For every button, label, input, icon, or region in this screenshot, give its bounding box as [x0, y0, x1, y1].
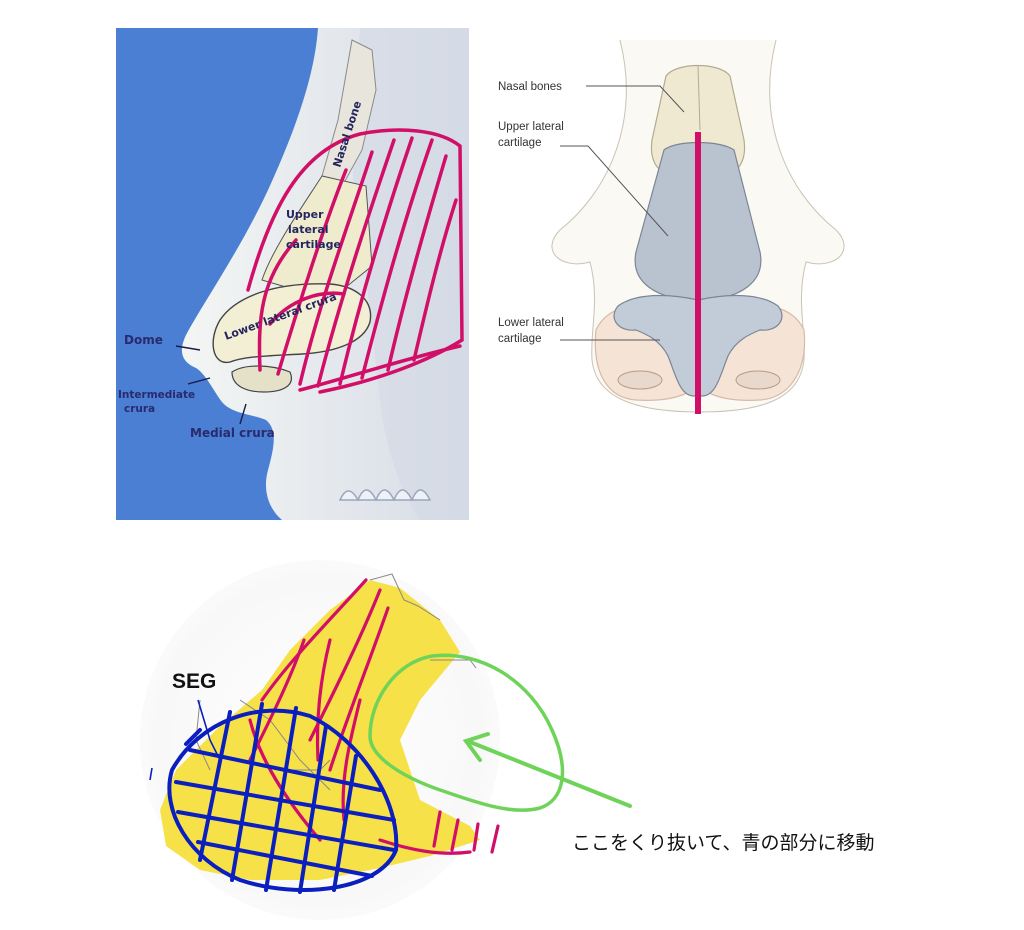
- side-magenta-annotation: [246, 128, 464, 394]
- label-seg: SEG: [172, 670, 216, 693]
- sketch-blue-marks: [149, 699, 221, 781]
- label-intermediate-2: crura: [124, 403, 155, 415]
- label-front-lower-lateral-2: cartilage: [498, 333, 541, 345]
- front-leader-lines: [560, 85, 685, 341]
- label-front-upper-lateral-2: cartilage: [498, 137, 541, 149]
- instruction-note: ここをくり抜いて、青の部分に移動: [572, 832, 875, 854]
- sketch-yellow-area: [160, 580, 480, 880]
- sketch-panel: SEG: [140, 560, 632, 920]
- label-front-lower-lateral-1: Lower lateral: [498, 317, 564, 329]
- label-front-upper-lateral-1: Upper lateral: [498, 121, 564, 133]
- label-medial-crura: Medial crura: [190, 426, 275, 440]
- label-upper-lateral-1: Upper: [286, 208, 324, 221]
- sketch-green-outline: [368, 653, 565, 812]
- front-left-nostril: [617, 370, 663, 390]
- side-leader-lines: [175, 345, 247, 425]
- label-dome: Dome: [124, 333, 163, 347]
- front-nasal-midline: [697, 65, 701, 131]
- side-teeth: [338, 489, 432, 501]
- side-view-panel: Nasal bone Upper lateral cartilage Lower…: [116, 28, 469, 520]
- label-nasal-bones: Nasal bones: [498, 81, 562, 93]
- side-nostril: [231, 365, 292, 393]
- side-nasal-bone: [321, 39, 377, 191]
- label-upper-lateral-3: cartilage: [286, 238, 341, 251]
- label-upper-lateral-2: lateral: [288, 223, 329, 236]
- sketch-green-arrow: [462, 732, 632, 808]
- label-intermediate-1: Intermediate: [118, 389, 195, 401]
- sketch-blue-grid: [167, 702, 399, 894]
- front-right-nostril: [735, 370, 781, 390]
- front-view-panel: Nasal bones Upper lateral cartilage Lowe…: [498, 39, 845, 414]
